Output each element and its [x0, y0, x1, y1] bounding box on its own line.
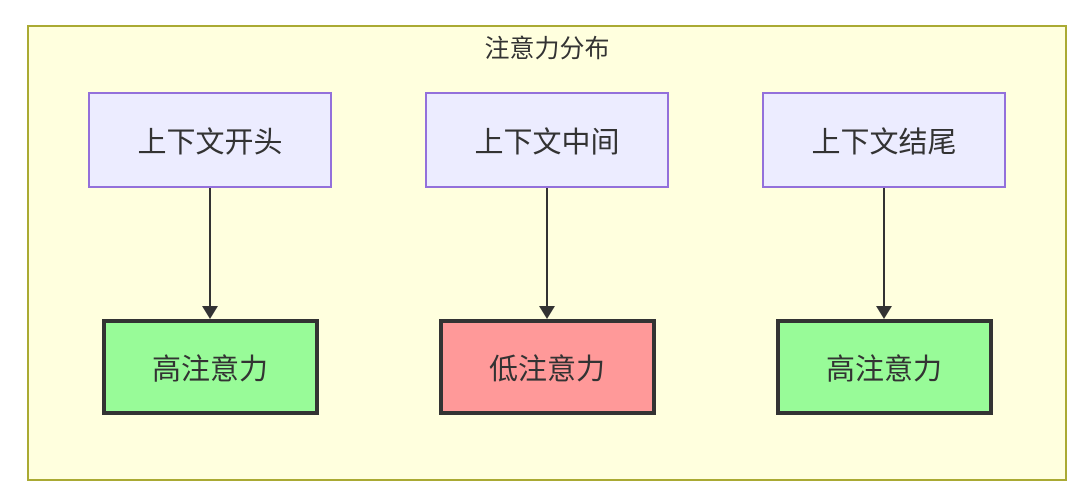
- diagram-container: 注意力分布 上下文开头 高注意力 上下文中间 低注意力 上下文结尾 高注意力: [27, 25, 1067, 481]
- arrow-connector: [202, 188, 218, 319]
- node-attention-result-start: 高注意力: [101, 319, 319, 415]
- flow-column-context-middle: 上下文中间 低注意力: [425, 92, 669, 415]
- arrow-line: [546, 188, 548, 306]
- node-attention-result-end: 高注意力: [775, 319, 993, 415]
- node-attention-result-middle: 低注意力: [438, 319, 656, 415]
- arrow-line: [209, 188, 211, 306]
- arrow-connector: [539, 188, 555, 319]
- flow-column-context-end: 上下文结尾 高注意力: [762, 92, 1006, 415]
- arrow-connector: [876, 188, 892, 319]
- arrow-line: [883, 188, 885, 306]
- flow-column-context-start: 上下文开头 高注意力: [88, 92, 332, 415]
- node-context-middle: 上下文中间: [425, 92, 669, 188]
- arrowhead-icon: [539, 306, 555, 319]
- arrowhead-icon: [876, 306, 892, 319]
- diagram-title: 注意力分布: [484, 35, 610, 63]
- node-context-end: 上下文结尾: [762, 92, 1006, 188]
- arrowhead-icon: [202, 306, 218, 319]
- node-context-start: 上下文开头: [88, 92, 332, 188]
